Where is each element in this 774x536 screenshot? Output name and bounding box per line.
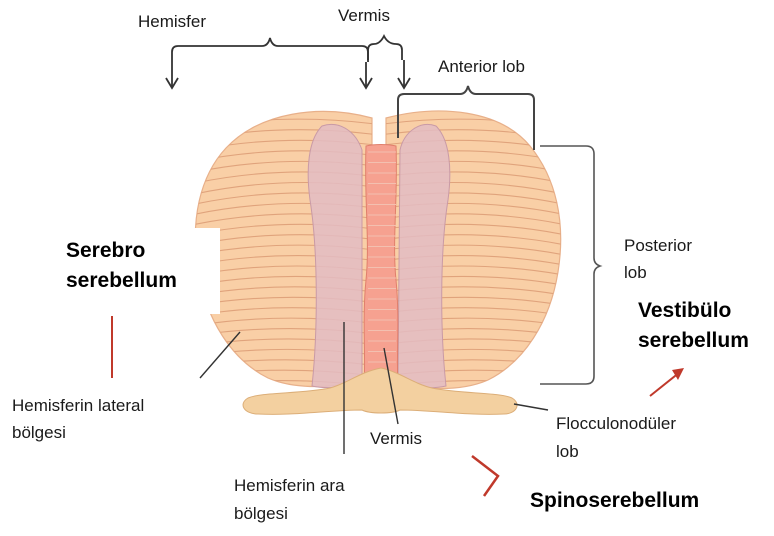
hemisfer-label: Hemisfer: [138, 11, 206, 33]
vermis-bracket: [368, 36, 402, 60]
vestibulo-serebellum-label: Vestibülo serebellum: [638, 296, 749, 356]
vermis-bottom-label: Vermis: [370, 428, 422, 450]
anterior-lob-label: Anterior lob: [438, 56, 525, 78]
hemisfer-bracket: [172, 38, 368, 62]
flocculus-pointer-line: [514, 404, 548, 410]
intermediate-zone-right: [398, 124, 450, 387]
arrows: [166, 60, 410, 88]
intermediate-zone-left: [308, 124, 362, 387]
lateral-pointer-line: [200, 332, 240, 378]
vermis-strip: [364, 145, 398, 385]
vestibulo-red-pointer: [650, 368, 684, 396]
flocculonoduler-label: Flocculonodüler lob: [556, 410, 676, 466]
hemisferin-ara-label: Hemisferin ara bölgesi: [234, 472, 345, 528]
serebro-serebellum-label: Serebro serebellum: [66, 236, 177, 296]
posterior-lob-label: Posterior lob: [624, 232, 692, 286]
spino-red-pointer: [472, 456, 498, 496]
hemisferin-lateral-label: Hemisferin lateral bölgesi: [12, 392, 144, 446]
spinoserebellum-label: Spinoserebellum: [530, 486, 699, 516]
vermis-top-label: Vermis: [338, 5, 390, 27]
